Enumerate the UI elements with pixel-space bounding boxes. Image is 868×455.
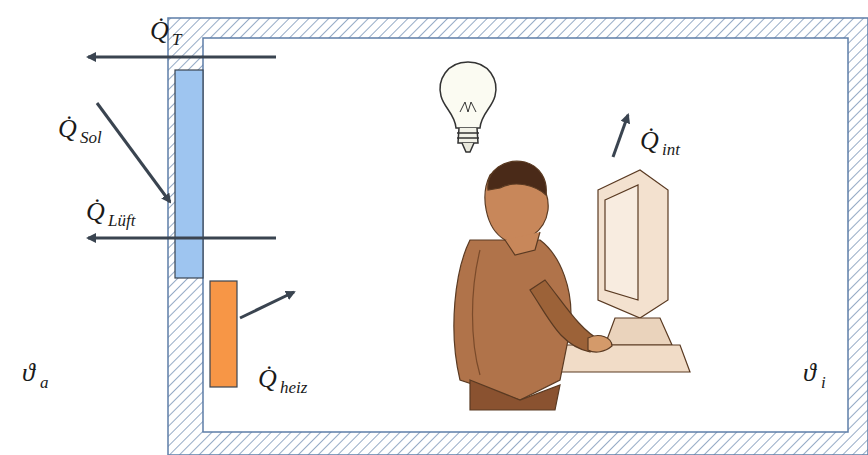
- room-interior: [203, 38, 848, 432]
- subscript-label: i: [821, 373, 826, 393]
- light-bulb: [440, 62, 496, 152]
- subscript-label: int: [662, 140, 680, 160]
- heat-flow-symbol: Q̇: [258, 364, 277, 394]
- subscript-label: T: [172, 30, 181, 50]
- temperature-symbol: ϑ: [22, 358, 35, 388]
- heating-arrow: [240, 292, 294, 318]
- solar-arrow: [97, 103, 170, 202]
- internal-gain-arrow: [613, 115, 628, 157]
- subscript-label: Lüft: [108, 211, 135, 231]
- subscript-label: a: [40, 373, 49, 393]
- heat-flow-symbol: Q̇: [640, 126, 659, 156]
- temperature-symbol: ϑ: [803, 358, 816, 388]
- subscript-label: Sol: [80, 128, 102, 148]
- office-worker: [454, 161, 690, 410]
- transmission-arrow: [88, 56, 276, 59]
- ventilation-arrow: [88, 237, 276, 240]
- heat-flow-symbol: Q̇: [150, 16, 169, 46]
- radiator: [210, 281, 237, 387]
- heat-flow-symbol: Q̇: [58, 114, 77, 144]
- window: [175, 70, 203, 278]
- subscript-label: heiz: [280, 378, 307, 398]
- heat-flow-symbol: Q̇: [86, 197, 105, 227]
